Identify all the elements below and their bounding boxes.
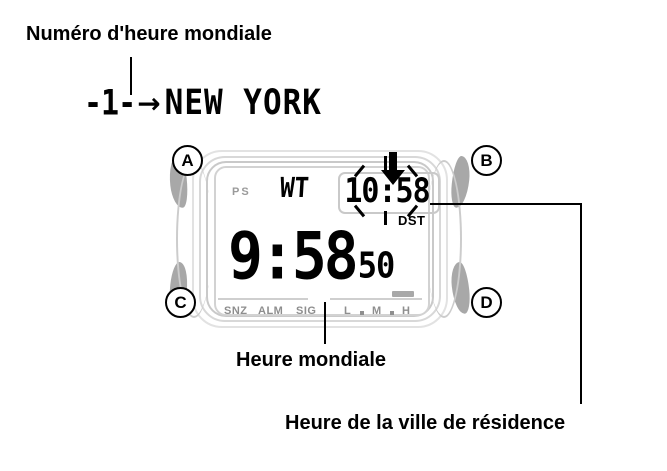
indicator-alm: ALM <box>258 305 284 317</box>
leader-line-world-time-number <box>130 57 132 95</box>
button-label-d[interactable]: D <box>471 287 502 318</box>
battery-level-bar <box>392 291 414 297</box>
indicator-dot-1 <box>360 311 364 315</box>
dst-indicator: DST <box>398 213 426 228</box>
home-time-seconds: 50 <box>357 243 396 287</box>
lcd-divider-right <box>330 298 422 300</box>
mode-indicator-wt: WT <box>279 171 310 205</box>
world-time-number-value: -1- <box>84 82 136 124</box>
indicator-sig: SIG <box>296 305 317 317</box>
blink-ray-bottom <box>384 211 387 225</box>
button-label-c[interactable]: C <box>165 287 196 318</box>
watch-bezel-arc-right <box>426 160 462 318</box>
home-time-display: 9:58 50 <box>228 218 428 294</box>
indicator-dot-2 <box>390 311 394 315</box>
callout-home-city-time-label: Heure de la ville de résidence <box>285 412 566 434</box>
power-save-indicator: PS <box>232 186 251 198</box>
world-time-city-name: NEW YORK <box>164 82 322 124</box>
lcd-divider-left <box>218 298 308 300</box>
watch-body: PS WT 10:58 DST 9:58 50 SNZ ALM SIG L M … <box>167 150 472 328</box>
leader-line-home-city-vertical <box>580 203 582 404</box>
home-time-hours-minutes: 9:58 <box>228 217 359 295</box>
indicator-snz: SNZ <box>224 305 248 317</box>
indicator-illum-l: L <box>344 305 352 317</box>
indicator-illum-m: M <box>372 305 382 317</box>
lcd-bottom-indicators: SNZ ALM SIG L M H <box>220 291 420 321</box>
button-label-a[interactable]: A <box>172 145 203 176</box>
leader-line-world-time <box>324 302 326 344</box>
leader-line-home-city-horizontal <box>430 203 582 205</box>
button-label-b[interactable]: B <box>471 145 502 176</box>
blink-ray-top <box>384 156 387 170</box>
callout-world-time-label: Heure mondiale <box>236 349 387 371</box>
world-time-number-row: -1- → NEW YORK <box>84 82 322 124</box>
right-arrow-icon: → <box>137 86 161 120</box>
callout-world-time-number-label: Numéro d'heure mondiale <box>26 23 272 45</box>
down-arrow-icon <box>381 152 405 185</box>
indicator-illum-h: H <box>402 305 411 317</box>
